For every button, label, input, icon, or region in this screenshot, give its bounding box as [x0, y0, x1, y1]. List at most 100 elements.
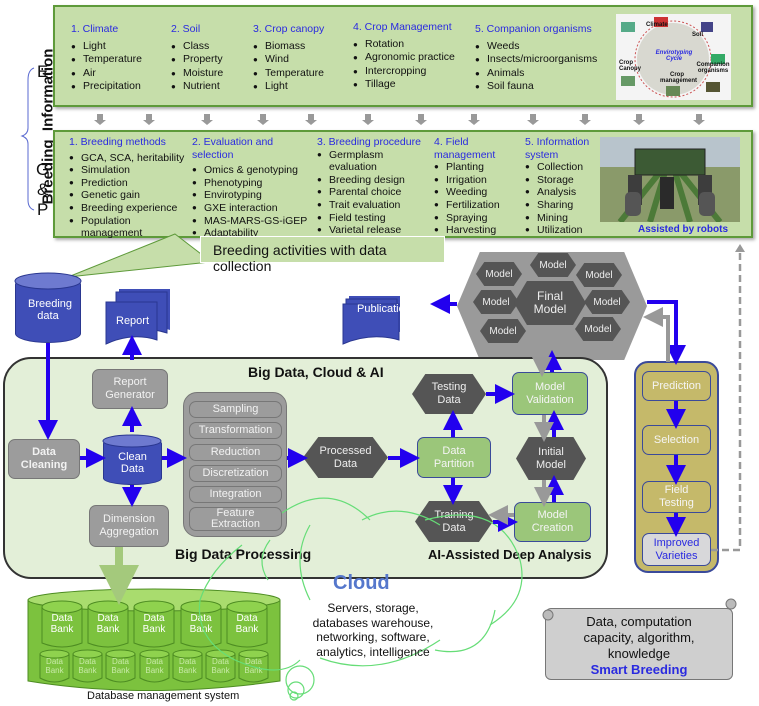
- processing-step-transformation[interactable]: Transformation: [189, 422, 282, 439]
- env-col-soil: 2. Soil ClassPropertyMoistureNutrient: [171, 23, 223, 94]
- list-item: Property: [171, 53, 223, 67]
- down-arrow: [527, 114, 539, 125]
- publication-label[interactable]: Publication: [357, 303, 411, 315]
- env-col-companion-organisms: 5. Companion organisms WeedsInsects/micr…: [475, 23, 597, 94]
- list-item: Mining: [525, 212, 605, 225]
- big-data-title: Big Data, Cloud & AI: [248, 364, 384, 380]
- report-label[interactable]: Report: [116, 315, 150, 327]
- list-item: Animals: [475, 67, 597, 81]
- cycle-label-soil: Soil: [692, 32, 704, 38]
- list-item: Tillage: [353, 78, 455, 92]
- testing-data-node[interactable]: Testing Data: [412, 374, 486, 414]
- list-item: Planting: [434, 161, 524, 174]
- list-item: Breeding design: [317, 174, 417, 187]
- column-heading: 3. Breeding procedure: [317, 136, 421, 148]
- processing-step-discretization[interactable]: Discretization: [189, 465, 282, 482]
- clean-data-label: Clean Data: [118, 451, 147, 475]
- breeding-data-cylinder[interactable]: Breeding data: [15, 275, 81, 343]
- pipeline-selection[interactable]: Selection: [642, 425, 711, 455]
- list-item: Collection: [525, 161, 605, 174]
- data-bank-label: Data Bank: [189, 613, 213, 635]
- pipeline-prediction[interactable]: Prediction: [642, 371, 711, 401]
- list-item: GXE interaction: [192, 202, 310, 215]
- column-heading: 4. Crop Management: [353, 21, 452, 33]
- down-arrow: [415, 114, 427, 125]
- down-arrow: [633, 114, 645, 125]
- list-item: Fertilization: [434, 199, 524, 212]
- field-robot-image: [600, 137, 740, 222]
- list-item: Field testing: [317, 212, 417, 225]
- final-model-node[interactable]: Final Model: [514, 281, 586, 325]
- initial-model-node[interactable]: Initial Model: [516, 437, 586, 480]
- dimension-aggregation-label: Dimension Aggregation: [99, 513, 159, 538]
- breeding-data-label: Breeding data: [28, 298, 73, 322]
- list-item: Omics & genotyping: [192, 164, 310, 177]
- model-node[interactable]: Model: [584, 290, 630, 314]
- pipeline-improved-varieties[interactable]: Improved Varieties: [642, 533, 711, 566]
- list-item: Temperature: [253, 67, 324, 81]
- letter-g: G: [36, 160, 50, 179]
- list-item: Precipitation: [71, 80, 142, 94]
- smart-breeding-scroll: Data, computation capacity, algorithm, k…: [545, 608, 733, 680]
- column-heading: 2. Evaluation and selection: [192, 136, 274, 161]
- model-node[interactable]: Model: [576, 263, 622, 287]
- column-heading: 3. Crop canopy: [253, 23, 325, 35]
- column-heading: 4. Field management: [434, 136, 496, 161]
- down-arrow: [579, 114, 591, 125]
- list-item: Weeds: [475, 40, 597, 54]
- data-bank-label: Data Bank: [178, 657, 197, 675]
- list-item: Soil fauna: [475, 80, 597, 94]
- model-node[interactable]: Model: [476, 262, 522, 286]
- list-item: Weeding: [434, 186, 524, 199]
- model-node[interactable]: Model: [575, 317, 621, 341]
- feature-extraction-label: Feature Extraction: [211, 507, 260, 530]
- data-partition-node[interactable]: Data Partition: [417, 437, 491, 478]
- processing-step-integration[interactable]: Integration: [189, 486, 282, 503]
- processing-step-feature-extraction[interactable]: Feature Extraction: [189, 507, 282, 531]
- ai-analysis-title: AI-Assisted Deep Analysis: [428, 547, 592, 562]
- data-bank-top: [133, 600, 175, 614]
- processing-step-sampling[interactable]: Sampling: [189, 401, 282, 418]
- list-item: Phenotyping: [192, 177, 310, 190]
- clean-data-cylinder[interactable]: Clean Data: [103, 437, 162, 485]
- robot-image-caption: Assisted by robots: [638, 224, 729, 235]
- list-item: Storage: [525, 174, 605, 187]
- list-item: Utilization: [525, 224, 605, 237]
- cycle-label-crop-canopy: Crop Canopy: [619, 60, 642, 72]
- improved-varieties-label: Improved Varieties: [653, 536, 700, 562]
- model-node[interactable]: Model: [530, 253, 576, 277]
- data-collection-callout: Breeding activities with data collection: [200, 236, 445, 274]
- data-cleaning-node[interactable]: Data Cleaning: [8, 439, 80, 479]
- down-arrow: [257, 114, 269, 125]
- report-generator-node[interactable]: Report Generator: [92, 369, 168, 409]
- list-item: MAS-MARS-GS-iGEP: [192, 215, 310, 228]
- column-heading: 2. Soil: [171, 23, 201, 35]
- processing-step-reduction[interactable]: Reduction: [189, 444, 282, 461]
- pipeline-field-testing[interactable]: Field Testing: [642, 481, 711, 513]
- report-generator-label: Report Generator: [105, 376, 155, 401]
- list-item: Light: [253, 80, 324, 94]
- column-heading: 5. Information system: [525, 136, 590, 161]
- processed-data-node[interactable]: Processed Data: [303, 437, 388, 478]
- data-bank-label: Data Bank: [142, 613, 166, 635]
- list-item: Biomass: [253, 40, 324, 54]
- model-node[interactable]: Model: [480, 319, 526, 343]
- training-data-label: Training Data: [434, 508, 474, 534]
- list-item: Simulation: [69, 164, 189, 177]
- list-item: Temperature: [71, 53, 142, 67]
- training-data-node[interactable]: Training Data: [415, 501, 493, 542]
- model-validation-node[interactable]: Model Validation: [512, 372, 588, 415]
- model-creation-node[interactable]: Model Creation: [514, 502, 591, 542]
- big-data-processing-title: Big Data Processing: [175, 546, 312, 562]
- list-item: Irrigation: [434, 174, 524, 187]
- data-bank-top: [180, 600, 222, 614]
- list-item: Envirotyping: [192, 189, 310, 202]
- model-node[interactable]: Model: [473, 290, 519, 314]
- list-item: Spraying: [434, 212, 524, 225]
- cycle-label-companion: Companion organisms: [696, 62, 730, 74]
- field-testing-label: Field Testing: [659, 484, 694, 509]
- data-bank-top: [226, 600, 268, 614]
- cycle-center-label: Envirotyping Cycle: [655, 50, 693, 62]
- list-item: Parental choice: [317, 186, 417, 199]
- dimension-aggregation-node[interactable]: Dimension Aggregation: [89, 505, 169, 547]
